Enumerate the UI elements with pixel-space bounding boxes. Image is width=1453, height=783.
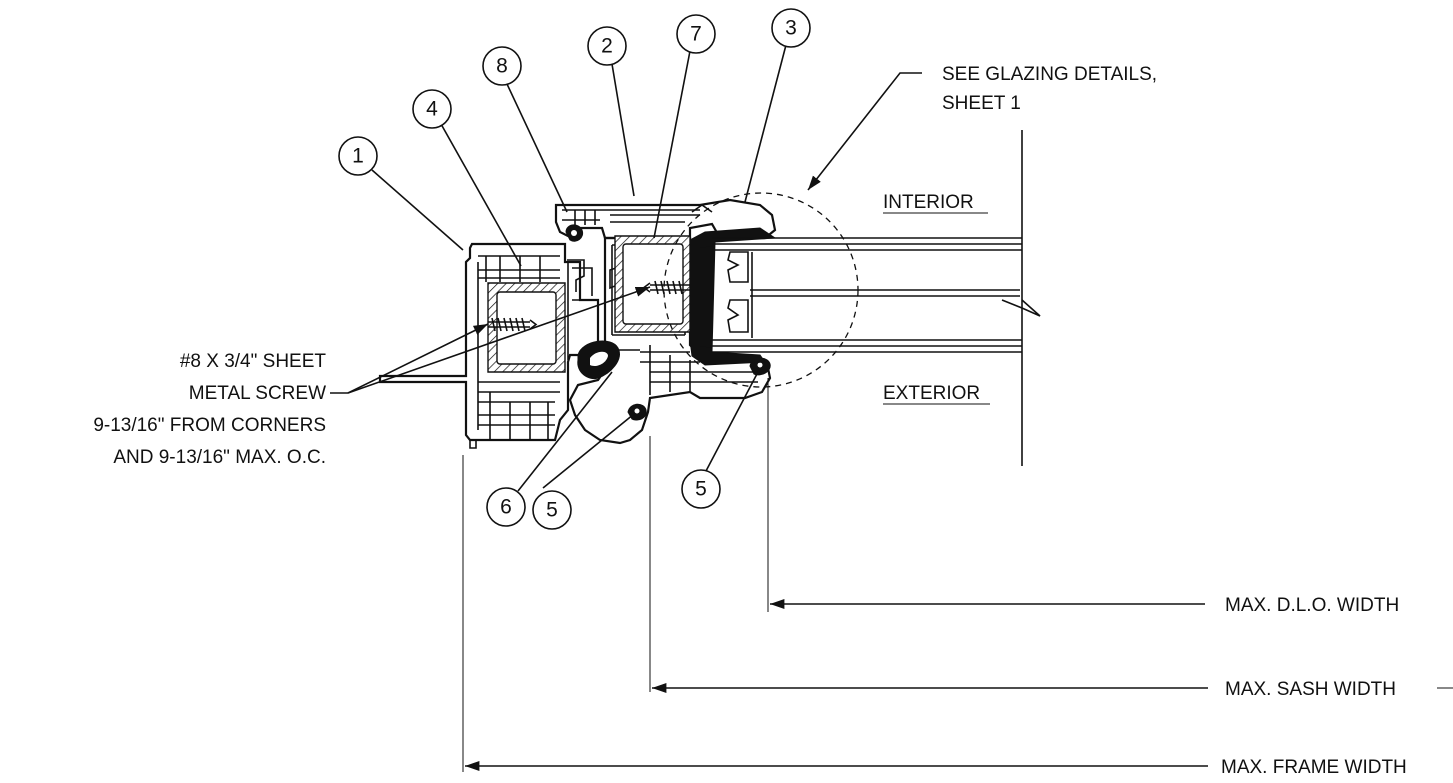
glazing-note-line1: SEE GLAZING DETAILS,	[942, 64, 1157, 85]
callout-bubble-1: 1	[338, 136, 378, 176]
callout-bubble-3: 3	[771, 8, 811, 48]
callout-bubble-8: 8	[482, 46, 522, 86]
svg-text:6: 6	[500, 496, 512, 519]
glazing-note-line2: SHEET 1	[942, 93, 1021, 114]
dim-frame-width-label: MAX. FRAME WIDTH	[1221, 757, 1407, 778]
glazing-unit	[689, 130, 1041, 466]
screw-note-line4: AND 9-13/16" MAX. O.C.	[113, 447, 326, 468]
callout-bubble-2: 2	[587, 26, 627, 66]
screw-note-line3: 9-13/16" FROM CORNERS	[93, 415, 326, 436]
svg-text:8: 8	[496, 55, 508, 78]
glazing-detail-circle	[663, 192, 859, 388]
callout-leaders	[330, 44, 922, 492]
svg-text:5: 5	[546, 499, 558, 522]
callout-bubble-5-right: 5	[681, 469, 721, 509]
svg-text:1: 1	[352, 145, 364, 168]
sash-reinforcement	[614, 235, 691, 333]
weatherstrip-8	[565, 224, 584, 242]
dimension-lines	[462, 378, 1453, 772]
frame-profile	[378, 242, 600, 449]
interior-label: INTERIOR	[883, 192, 988, 214]
svg-text:4: 4	[426, 98, 438, 121]
gasket-6	[577, 340, 620, 380]
callout-bubble-5-left: 5	[532, 490, 572, 530]
callout-bubble-7: 7	[676, 14, 716, 54]
callout-bubble-6: 6	[486, 487, 526, 527]
dim-sash-width-label: MAX. SASH WIDTH	[1225, 679, 1396, 700]
svg-text:7: 7	[690, 23, 702, 46]
screw-note-line2: METAL SCREW	[189, 383, 326, 404]
svg-text:2: 2	[601, 35, 613, 58]
svg-text:INTERIOR: INTERIOR	[883, 192, 974, 213]
svg-text:EXTERIOR: EXTERIOR	[883, 383, 980, 404]
svg-text:5: 5	[695, 478, 707, 501]
dim-dlo-width-label: MAX. D.L.O. WIDTH	[1225, 595, 1399, 616]
exterior-label: EXTERIOR	[883, 383, 990, 405]
frame-screw	[488, 317, 538, 332]
screw-note-line1: #8 X 3/4" SHEET	[180, 351, 327, 372]
callout-bubble-4: 4	[412, 89, 452, 129]
svg-text:3: 3	[785, 17, 797, 40]
